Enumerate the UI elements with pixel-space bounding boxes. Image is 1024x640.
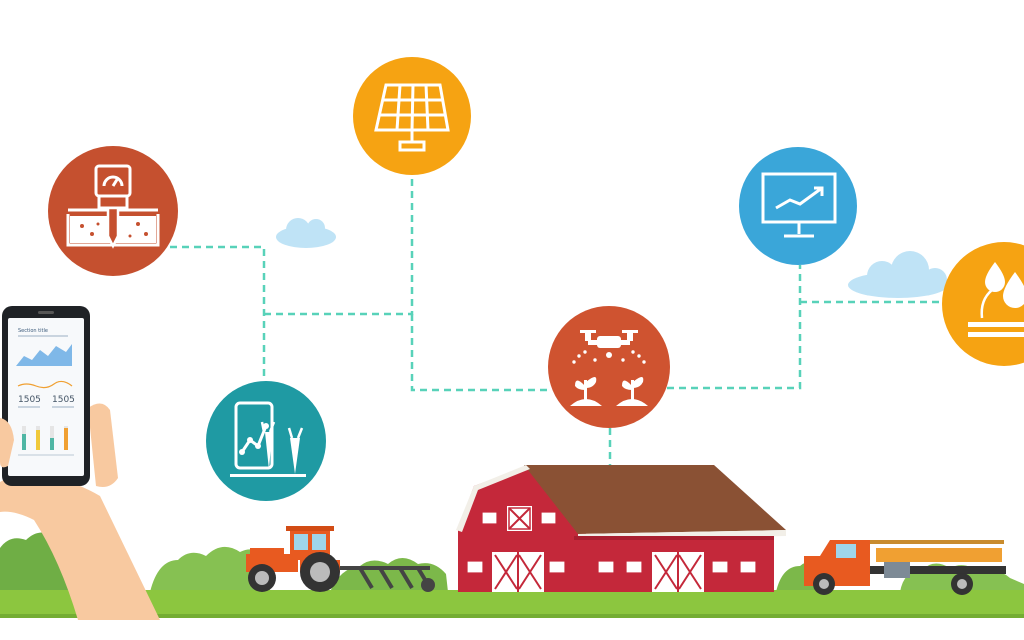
soil-moisture-sensor-icon xyxy=(48,146,178,276)
grass-ground xyxy=(0,590,1024,618)
phone-stat-left: 1505 xyxy=(18,395,41,405)
truck xyxy=(804,540,1006,595)
cloud-right xyxy=(848,251,948,298)
water-irrigation-icon xyxy=(942,242,1024,366)
agri-drone-icon xyxy=(548,306,670,428)
phone-stat-right: 1505 xyxy=(52,395,75,405)
analytics-monitor-icon xyxy=(739,147,857,265)
barn xyxy=(456,465,786,592)
cloud-left xyxy=(276,218,336,248)
connector-lines xyxy=(170,175,945,470)
thumb xyxy=(0,418,14,468)
tractor xyxy=(246,526,435,592)
phone: Section title 1505 1505 xyxy=(2,306,90,486)
hand xyxy=(0,403,160,620)
solar-panel-icon xyxy=(353,57,471,175)
crop-monitoring-tablet-icon xyxy=(206,381,326,501)
phone-header-title: Section title xyxy=(18,328,48,334)
